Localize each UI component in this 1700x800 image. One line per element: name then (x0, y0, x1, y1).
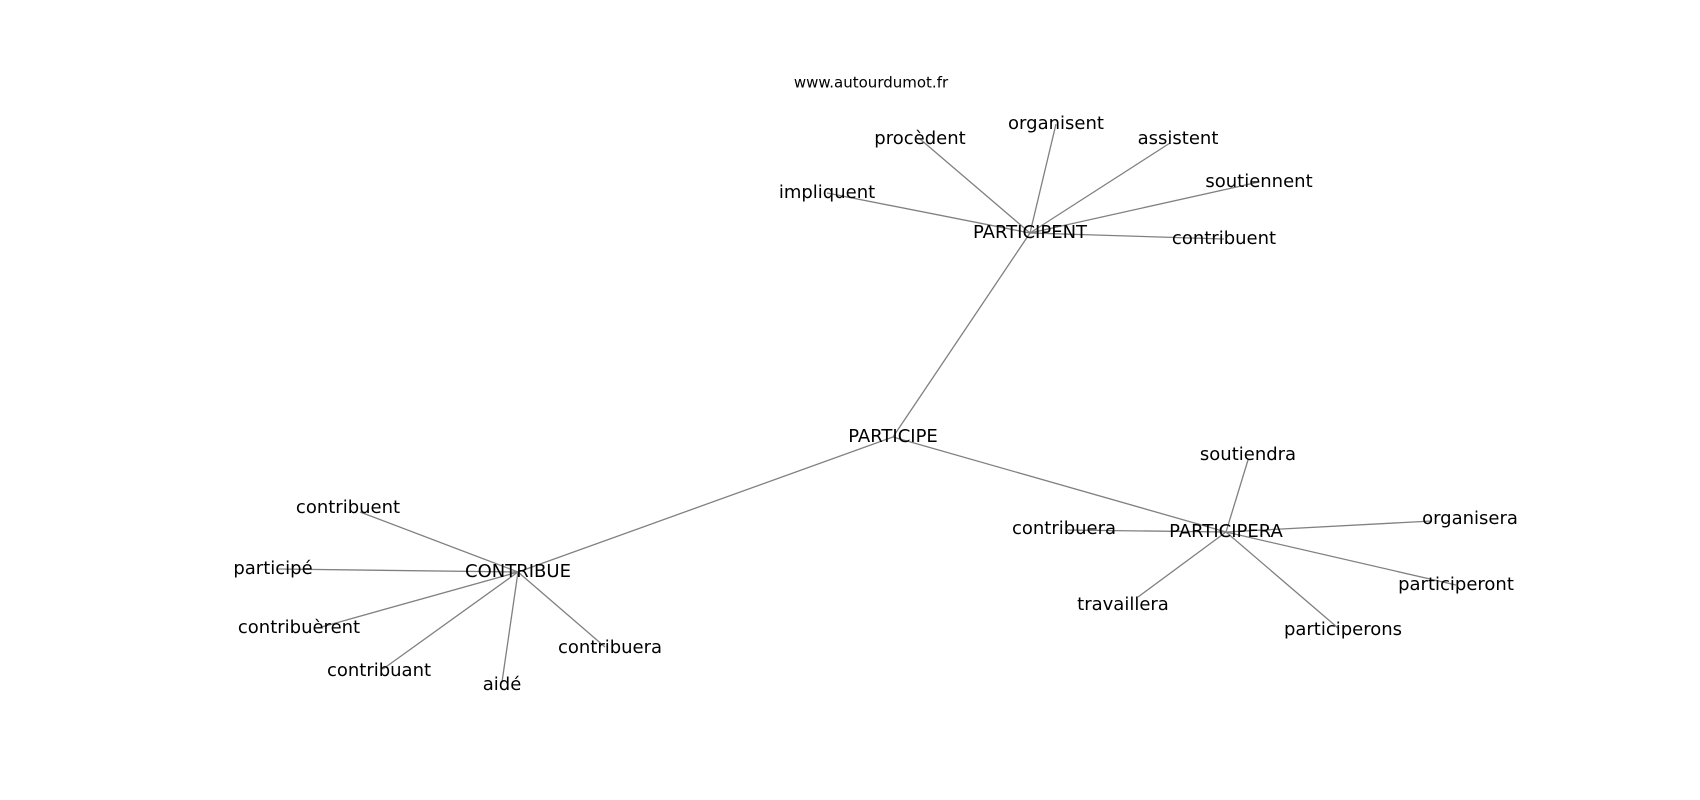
edge-participent-leaf-4 (826, 192, 1031, 234)
edge-participent-leaf-5 (1029, 232, 1225, 240)
leaf-node-contribue-0: contribuent (296, 497, 400, 518)
leaf-node-participent-5: contribuent (1172, 228, 1276, 249)
leaf-node-participera-1: organisera (1422, 508, 1518, 529)
leaf-node-participent-2: assistent (1138, 128, 1219, 149)
leaf-node-participent-3: soutiennent (1205, 171, 1312, 192)
edge-center-contribue (517, 436, 894, 573)
edge-center-participera (892, 436, 1227, 533)
edge-participera-leaf-2 (1065, 529, 1227, 533)
graph-labels: www.autourdumot.fr PARTICIPE PARTICIPENT p… (233, 74, 1518, 696)
edge-center-participent (892, 232, 1031, 438)
leaf-node-participera-3: participeront (1398, 574, 1514, 595)
leaf-node-participent-1: organisent (1008, 113, 1104, 134)
hub-node-participent: PARTICIPENT (973, 222, 1088, 243)
edge-contribue-leaf-2 (317, 571, 519, 629)
edge-contribue-leaf-1 (277, 568, 519, 573)
hub-node-participera: PARTICIPERA (1169, 521, 1283, 542)
edge-contribue-leaf-5 (517, 571, 606, 648)
graph-edges (277, 123, 1457, 683)
edge-contribue-leaf-4 (501, 571, 519, 683)
edge-participent-leaf-0 (919, 138, 1031, 234)
watermark-text: www.autourdumot.fr (794, 74, 949, 92)
leaf-node-participent-4: impliquent (779, 182, 875, 203)
leaf-node-contribue-3: contribuant (327, 660, 431, 681)
edge-participera-leaf-1 (1225, 520, 1433, 533)
leaf-node-participent-0: procèdent (874, 128, 965, 149)
hub-node-contribue: CONTRIBUE (465, 561, 571, 582)
edge-contribue-leaf-3 (382, 571, 519, 670)
leaf-node-participera-5: participerons (1284, 619, 1402, 640)
edge-participera-leaf-3 (1225, 531, 1457, 586)
edge-participera-leaf-4 (1137, 531, 1227, 598)
edge-participent-leaf-1 (1029, 123, 1057, 234)
edge-participera-leaf-0 (1225, 459, 1249, 533)
leaf-node-contribue-5: contribuera (558, 637, 662, 658)
leaf-node-contribue-2: contribuèrent (238, 617, 360, 638)
leaf-node-participera-0: soutiendra (1200, 444, 1296, 465)
edge-participent-leaf-2 (1029, 142, 1171, 234)
edge-participent-leaf-3 (1029, 181, 1260, 234)
center-node-label: PARTICIPE (848, 426, 938, 447)
leaf-node-contribue-1: participé (233, 558, 312, 579)
edge-contribue-leaf-0 (359, 511, 519, 573)
leaf-node-participera-2: contribuera (1012, 518, 1116, 539)
leaf-node-participera-4: travaillera (1077, 594, 1169, 615)
edge-participera-leaf-5 (1225, 531, 1339, 629)
leaf-node-contribue-4: aidé (483, 674, 522, 695)
